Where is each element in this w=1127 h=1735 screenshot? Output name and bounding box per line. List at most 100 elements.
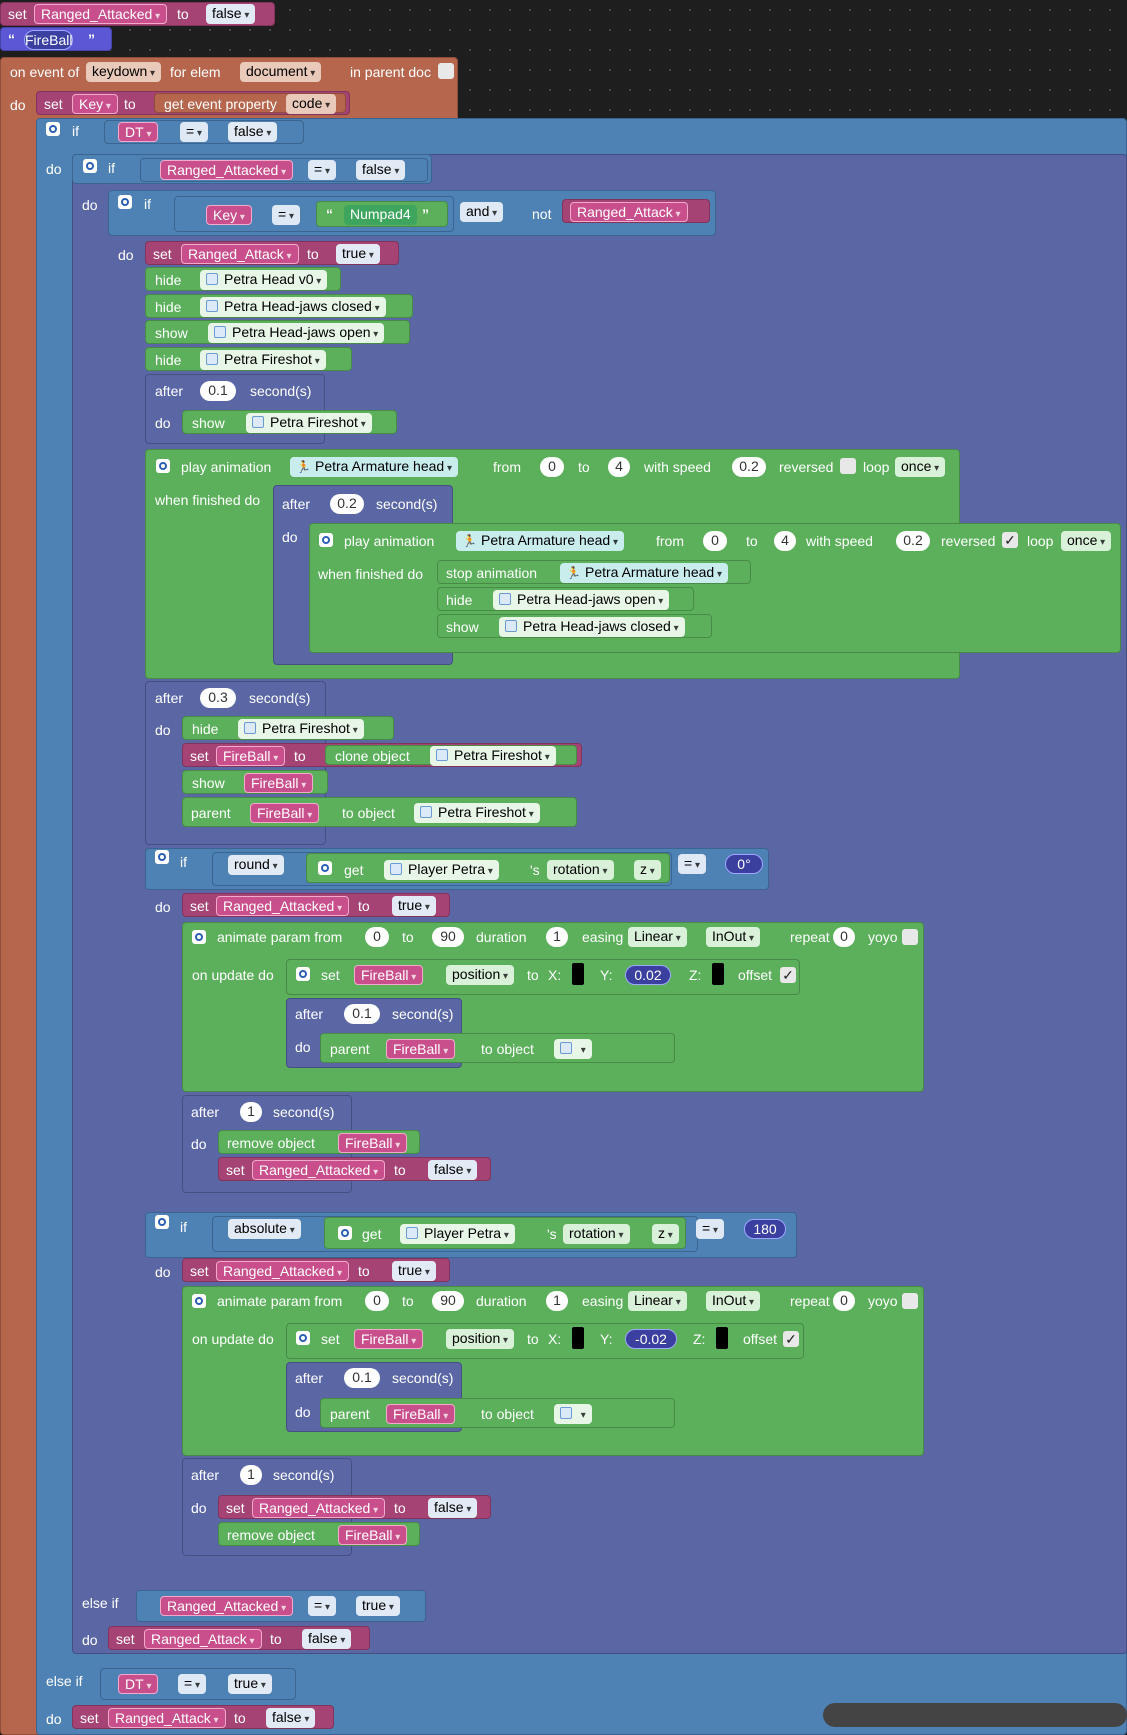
variable-dropdown[interactable]: Key <box>72 94 118 114</box>
value-dropdown[interactable]: false <box>302 1629 352 1649</box>
mutator-gear-icon[interactable] <box>156 459 170 473</box>
object-dropdown[interactable] <box>554 1039 592 1059</box>
number-field[interactable]: 0.1 <box>344 1004 380 1024</box>
value-dropdown[interactable]: false <box>428 1498 478 1518</box>
variable-dropdown[interactable]: Ranged_Attack <box>108 1708 226 1728</box>
variable-dropdown[interactable]: Ranged_Attacked <box>252 1498 386 1518</box>
axis-dropdown[interactable]: z <box>634 860 661 880</box>
variable-dropdown[interactable]: DT <box>118 122 159 142</box>
object-dropdown[interactable]: Petra Head-jaws open <box>208 323 385 343</box>
object-dropdown[interactable]: Petra Head v0 <box>200 270 328 290</box>
easing-dropdown[interactable]: Linear <box>628 927 687 947</box>
number-field[interactable]: 0 <box>833 927 855 947</box>
variable-dropdown[interactable]: Ranged_Attacked <box>34 4 168 24</box>
variable-dropdown[interactable]: Ranged_Attacked <box>252 1160 386 1180</box>
horizontal-scrollbar[interactable] <box>823 1703 1127 1727</box>
animation-dropdown[interactable]: 🏃Petra Armature head <box>456 531 624 551</box>
number-field[interactable]: 1 <box>546 927 568 947</box>
object-dropdown[interactable] <box>554 1404 592 1424</box>
property-dropdown[interactable]: position <box>446 965 515 985</box>
parent-none-block-2[interactable] <box>320 1398 675 1428</box>
object-dropdown[interactable]: Petra Head-jaws closed <box>499 617 685 637</box>
puzzle-input-slot[interactable] <box>712 963 724 985</box>
object-dropdown[interactable]: Petra Fireshot <box>430 746 556 766</box>
value-dropdown[interactable]: true <box>356 1596 400 1616</box>
value-dropdown[interactable]: false <box>428 1160 478 1180</box>
variable-dropdown[interactable]: FireBall <box>338 1133 408 1153</box>
parent-none-block[interactable] <box>320 1033 675 1063</box>
event-dropdown[interactable]: keydown <box>86 62 162 82</box>
animation-dropdown[interactable]: 🏃Petra Armature head <box>290 457 458 477</box>
offset-checkbox[interactable]: ✓ <box>783 1331 799 1347</box>
operator-dropdown[interactable]: = <box>272 205 300 225</box>
mutator-gear-icon[interactable] <box>46 122 60 136</box>
operator-dropdown[interactable]: = <box>696 1219 724 1239</box>
mutator-gear-icon[interactable] <box>118 195 132 209</box>
value-dropdown[interactable]: true <box>392 896 436 916</box>
number-field[interactable]: 0 <box>703 531 727 551</box>
number-field[interactable]: 0.1 <box>344 1368 380 1388</box>
mutator-gear-icon[interactable] <box>155 850 169 864</box>
property-dropdown[interactable]: rotation <box>563 1224 630 1244</box>
operator-dropdown[interactable]: = <box>308 160 336 180</box>
number-field[interactable]: 1 <box>240 1465 262 1485</box>
puzzle-input-slot[interactable] <box>572 963 584 985</box>
mutator-gear-icon[interactable] <box>296 1331 310 1345</box>
value-dropdown[interactable]: false <box>356 160 406 180</box>
number-field[interactable]: 0.1 <box>200 381 236 401</box>
property-dropdown[interactable]: rotation <box>547 860 614 880</box>
number-field[interactable]: 0.3 <box>200 688 236 708</box>
easing-mode-dropdown[interactable]: InOut <box>706 1291 761 1311</box>
number-field[interactable]: 0.2 <box>896 531 930 551</box>
variable-dropdown[interactable]: Ranged_Attack <box>144 1629 262 1649</box>
yoyo-checkbox[interactable] <box>902 929 918 945</box>
value-dropdown[interactable]: true <box>392 1261 436 1281</box>
number-field[interactable]: 0.02 <box>625 965 671 985</box>
number-field[interactable]: 4 <box>608 457 630 477</box>
logic-and-dropdown[interactable]: and <box>460 202 504 222</box>
variable-dropdown[interactable]: FireBall <box>216 746 286 766</box>
animation-dropdown[interactable]: 🏃Petra Armature head <box>560 563 728 583</box>
number-field[interactable]: 1 <box>240 1102 262 1122</box>
mutator-gear-icon[interactable] <box>83 159 97 173</box>
text-value[interactable]: FireBall <box>24 30 74 50</box>
operator-dropdown[interactable]: = <box>178 1674 206 1694</box>
round-dropdown[interactable]: round <box>228 855 284 875</box>
number-field[interactable]: -0.02 <box>625 1329 677 1349</box>
variable-dropdown[interactable]: Ranged_Attacked <box>216 1261 350 1281</box>
variable-dropdown[interactable]: DT <box>118 1674 159 1694</box>
object-dropdown[interactable]: Petra Fireshot <box>238 719 364 739</box>
reversed-checkbox[interactable]: ✓ <box>1002 532 1018 548</box>
value-dropdown[interactable]: false <box>266 1708 316 1728</box>
element-dropdown[interactable]: document <box>240 62 322 82</box>
variable-dropdown[interactable]: FireBall <box>244 773 314 793</box>
mutator-gear-icon[interactable] <box>318 861 332 875</box>
mutator-gear-icon[interactable] <box>155 1215 169 1229</box>
mutator-gear-icon[interactable] <box>338 1226 352 1240</box>
puzzle-input-slot[interactable] <box>572 1327 584 1349</box>
loop-dropdown[interactable]: once <box>1061 531 1112 551</box>
yoyo-checkbox[interactable] <box>902 1293 918 1309</box>
variable-dropdown[interactable]: Ranged_Attacked <box>216 896 350 916</box>
property-dropdown[interactable]: position <box>446 1329 515 1349</box>
offset-checkbox[interactable]: ✓ <box>780 967 796 983</box>
operator-dropdown[interactable]: = <box>180 122 208 142</box>
reversed-checkbox[interactable] <box>840 458 856 474</box>
number-field[interactable]: 180 <box>744 1219 786 1239</box>
easing-dropdown[interactable]: Linear <box>628 1291 687 1311</box>
number-field[interactable]: 90 <box>432 927 464 947</box>
property-dropdown[interactable]: code <box>286 94 337 114</box>
object-dropdown[interactable]: Player Petra <box>384 860 499 880</box>
variable-dropdown[interactable]: FireBall <box>386 1039 456 1059</box>
mutator-gear-icon[interactable] <box>192 930 206 944</box>
easing-mode-dropdown[interactable]: InOut <box>706 927 761 947</box>
value-dropdown[interactable]: true <box>228 1674 272 1694</box>
variable-dropdown[interactable]: FireBall <box>354 965 424 985</box>
variable-dropdown[interactable]: Ranged_Attack <box>570 202 688 222</box>
mutator-gear-icon[interactable] <box>296 967 310 981</box>
object-dropdown[interactable]: Petra Fireshot <box>414 803 540 823</box>
number-field[interactable]: 0° <box>725 854 763 874</box>
in-parent-doc-checkbox[interactable] <box>438 63 454 79</box>
number-field[interactable]: 4 <box>774 531 796 551</box>
